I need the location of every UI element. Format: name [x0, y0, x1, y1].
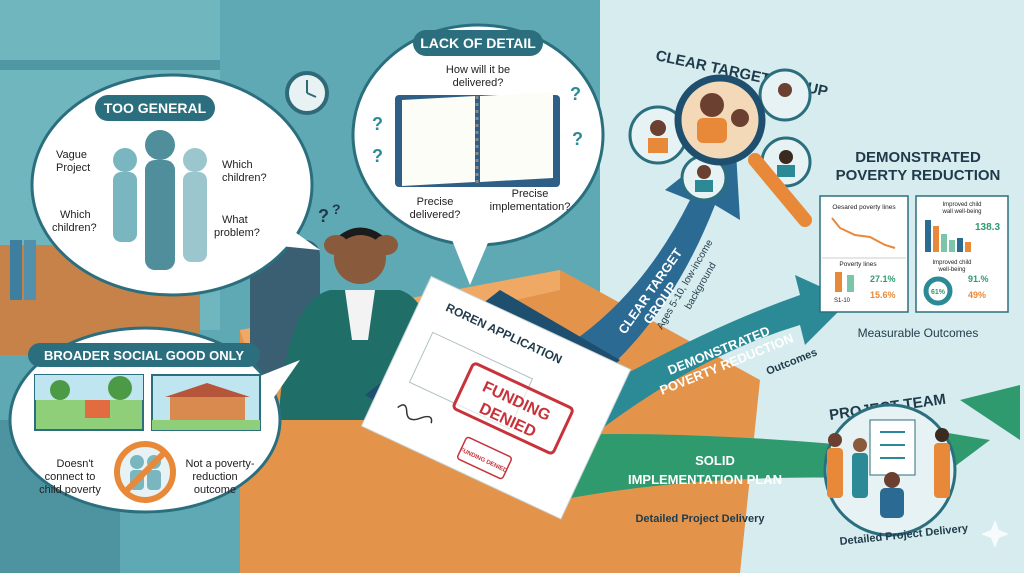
chart2-title-b: wall well-being [941, 209, 981, 215]
label-which-2: Which [60, 209, 91, 221]
label-reduction: reduction [192, 471, 237, 483]
lack-of-detail-title: LACK OF DETAIL [420, 35, 536, 51]
chart4-title-b: well-being [937, 267, 965, 273]
chart2-bar [925, 220, 931, 252]
question-delivered: delivered? [453, 77, 504, 89]
chart4-donut [923, 276, 953, 306]
arrow-head-extra [960, 385, 1020, 440]
small-stamp [457, 436, 512, 480]
label-precise: Precise [417, 196, 454, 208]
chart2-bar [933, 226, 939, 252]
application-document: ROREN APPLICATION FUNDING DENIED FUNDING… [360, 275, 632, 520]
label-vague: Vague [56, 149, 87, 161]
poverty-reduction-title-a: DEMONSTRATED [855, 149, 981, 166]
window-frame [0, 60, 220, 70]
sparkle-icon [981, 520, 1009, 548]
chart4-title-a: Improved child [932, 260, 971, 266]
chart3-value-2: 15.6% [870, 290, 896, 300]
arrow-label-implementation-plan: IMPLEMENTATION PLAN [628, 472, 782, 487]
chart2-title-a: Improved child [942, 202, 981, 208]
chart2-bar [957, 238, 963, 252]
question-mark-icon: ? [372, 114, 383, 134]
question-mark-icon: ? [372, 146, 383, 166]
too-general-title-pill [95, 95, 215, 121]
question-how: How will it be [446, 64, 510, 76]
chart3-title: Poverty lines [839, 261, 877, 268]
binder [10, 240, 22, 300]
broader-social-good-title: BROADER SOCIAL GOOD ONLY [44, 348, 244, 363]
signature [397, 404, 433, 424]
label-outcome: outcome [194, 484, 236, 496]
question-mark-icon: ? [570, 84, 581, 104]
chart4-donut-label: 61% [931, 289, 946, 296]
bubble-tail [450, 235, 490, 285]
chart3-bar [835, 272, 842, 292]
park-image [34, 374, 144, 431]
hand [374, 235, 398, 255]
chart3-value-1: 27.1% [870, 274, 896, 284]
chart4-value-2: 49% [968, 290, 986, 300]
poverty-reduction-title-b: POVERTY REDUCTION [836, 167, 1001, 184]
chart2-bar [949, 240, 955, 252]
school-building-image [151, 374, 261, 431]
label-child-poverty: child poverty [39, 484, 101, 496]
funding-denied-stamp [452, 362, 574, 455]
prohibited-sign-icon [114, 441, 176, 503]
too-general-title: TOO GENERAL [104, 100, 207, 116]
label-children: children? [222, 172, 267, 184]
poverty-chart-panel-right: Improved child wall well-being 138.3 Imp… [915, 195, 1009, 313]
lack-of-detail-title-pill [413, 30, 543, 56]
label-precise-implementation: implementation? [490, 201, 571, 213]
arrow-label-solid: SOLID [695, 453, 735, 468]
hair [334, 227, 388, 250]
label-connect: connect to [45, 471, 96, 483]
bubble-tail [270, 225, 320, 250]
label-which: Which [222, 159, 253, 171]
label-not-poverty: Not a poverty- [185, 458, 254, 470]
magnifying-glass-icon [674, 74, 812, 227]
confusion-mark: ? [332, 201, 341, 217]
vague-children-silhouettes [113, 130, 207, 270]
shirt [345, 290, 375, 340]
label-precise-2: Precise [512, 188, 549, 200]
chart2-bar [965, 242, 971, 252]
measurable-outcomes-caption: Measurable Outcomes [858, 326, 979, 340]
bubble-tail [250, 360, 300, 410]
poverty-reduction-arrow [580, 275, 850, 430]
label-project: Project [56, 162, 90, 174]
arrow-sub-project-delivery: Detailed Project Delivery [635, 513, 765, 525]
poverty-chart-panel-left: Oesared poverty lines Poverty lines S1-1… [819, 195, 909, 313]
clock-hands [306, 80, 317, 98]
open-notebook-icon [395, 92, 560, 187]
chart1-title: Oesared poverty lines [832, 204, 896, 211]
label-precise-delivered: delivered? [410, 209, 461, 221]
implementation-plan-arrow [560, 425, 990, 500]
label-what: What [222, 214, 248, 226]
question-mark-icon: ? [572, 129, 583, 149]
chart3-axis-label: S1-10 [834, 298, 851, 304]
broader-title-pill [28, 343, 260, 367]
confusion-mark: ? [318, 206, 329, 226]
chart3-bar [847, 275, 854, 292]
project-team-illustration [823, 403, 957, 537]
label-children-2: children? [52, 222, 97, 234]
chart2-bar [941, 234, 947, 252]
label-doesnt: Doesn't [57, 458, 94, 470]
chart2-value: 138.3 [975, 222, 1000, 233]
label-problem: problem? [214, 227, 260, 239]
chart4-value-1: 91.% [968, 274, 989, 284]
hand [324, 235, 348, 255]
chart1-line [831, 217, 896, 249]
binder [24, 240, 36, 300]
